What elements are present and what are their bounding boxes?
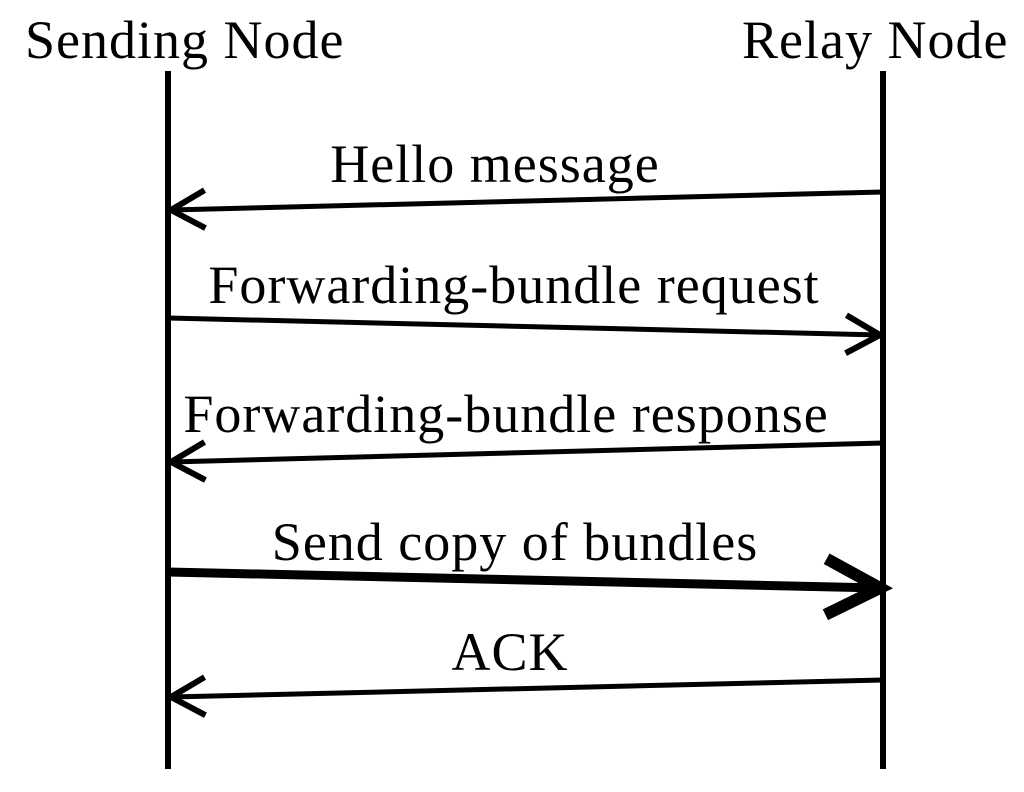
arrowhead-3 (822, 553, 894, 621)
message-arrow-1 (167, 315, 881, 338)
message-label-ack: ACK (451, 622, 569, 682)
message-arrow-0 (170, 189, 884, 213)
message-label-send-copy-of-bundles: Send copy of bundles (271, 512, 759, 572)
participant-title-relay-node: Relay Node (742, 10, 1009, 70)
message-label-forwarding-bundle-request: Forwarding-bundle request (208, 255, 820, 315)
arrowhead-4 (164, 674, 207, 718)
message-arrow-4 (170, 677, 884, 700)
message-arrow-3 (167, 567, 881, 593)
participant-title-sending-node: Sending Node (25, 10, 345, 70)
arrowhead-0 (164, 187, 207, 231)
arrowhead-1 (844, 312, 887, 356)
message-arrow-2 (170, 440, 884, 465)
message-label-hello-message: Hello message (330, 134, 660, 194)
arrowhead-2 (164, 439, 207, 483)
message-label-forwarding-bundle-response: Forwarding-bundle response (183, 384, 829, 444)
